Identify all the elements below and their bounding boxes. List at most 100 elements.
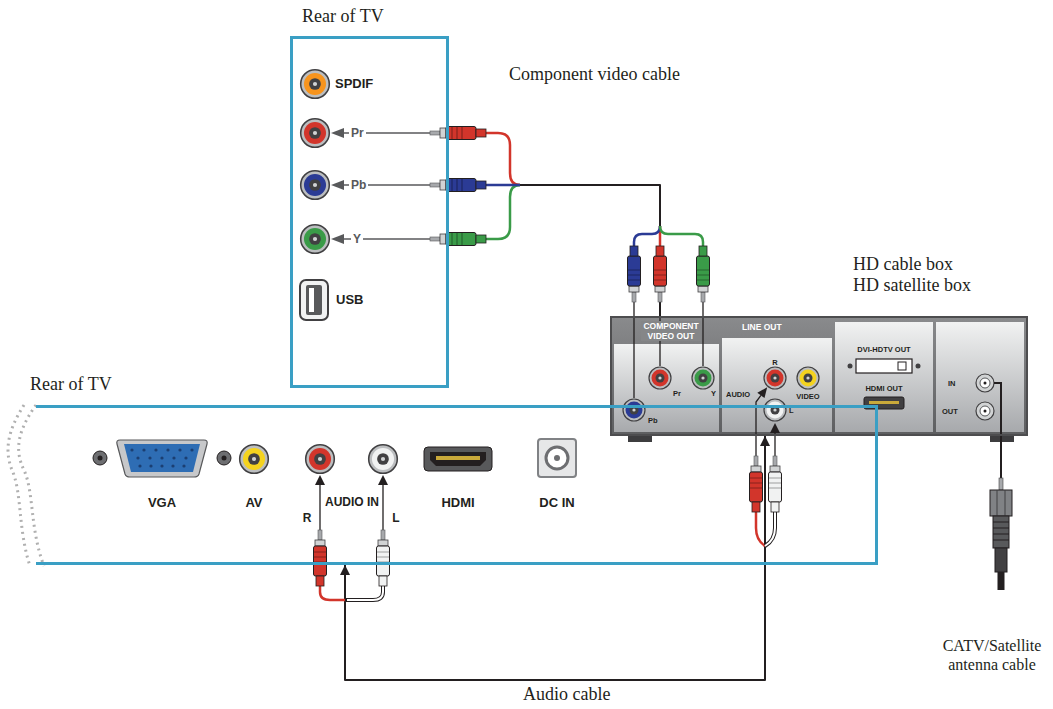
signal-label: L [391,511,400,525]
tv-rear-panel: Rear of TV [36,405,878,565]
antenna-cable [993,516,1009,548]
audio-plug [750,456,763,512]
cable-box-body [610,316,1028,442]
heading: HD satellite box [853,275,971,296]
vga-port [130,448,193,467]
plug-arrow [315,475,325,485]
cable-box-jacks [623,399,645,421]
plug-arrow [315,475,388,485]
audio-plug [750,456,782,512]
vga-port [142,448,145,451]
port-label: IN [948,379,956,388]
coax-jack [980,378,990,388]
signal-label: Pr [349,126,366,140]
component-plug [628,246,710,302]
cable-box-body [722,338,832,432]
port-label: AUDIO IN [325,495,379,509]
plug-arrow [770,423,780,433]
vga-port [160,456,163,459]
component-plug [697,246,710,302]
cable-label: Audio cable [522,684,611,705]
dc-in-port [546,447,568,469]
plug-lead [319,485,320,530]
antenna-cable [993,522,1009,540]
signal-label: R [302,511,313,525]
antenna-cable [990,490,1012,516]
coax-jack [984,382,987,385]
vga-port [172,456,175,459]
tv-top-ports [309,288,314,312]
dvi-connector [916,364,921,369]
cable-box-body [610,316,1028,436]
plug-arrow [757,387,780,433]
vga-port [148,456,151,459]
vga-port [124,444,200,472]
coax-jack [976,374,994,392]
vga-port [149,464,152,467]
dvi-connector [848,364,853,369]
component-wire [486,184,520,187]
audio-plug [769,456,782,512]
vga-port [154,448,157,451]
port-label: DVI-HDTV OUT [857,345,910,354]
antenna-cable [999,478,1003,490]
coax-jack [984,410,987,413]
panel-break-mark [8,405,44,566]
vga-port [182,464,185,467]
component-wire [486,133,520,185]
antenna-cable [998,572,1005,590]
vga-port [178,448,181,451]
audio-wire [347,586,383,600]
component-wire [486,185,520,239]
section-label: LINE OUT [742,322,782,332]
plug-lead [382,485,383,530]
audio-wire [320,586,345,600]
component-plug [654,246,667,302]
dvi-connector [848,359,921,373]
vga-port [93,440,231,477]
tv-bottom-jacks [240,445,269,474]
port-label: VIDEO [796,392,819,401]
vga-port [117,440,207,477]
component-plug [430,127,486,246]
port-label: USB [336,292,363,307]
cable [449,185,660,316]
port-label: DC IN [539,495,574,510]
port-label: AUDIO [726,390,750,399]
section-label: COMPONENT VIDEO OUT [641,321,701,341]
dc-in-port [554,455,560,461]
cable-box-jacks [649,367,671,389]
coax-jack [976,402,994,420]
signal-label: Pr [673,389,681,398]
port-arrow [331,180,344,190]
coax-jack [980,406,990,416]
tv-top-ports [301,225,330,254]
coax-jack [976,374,994,420]
vga-port [166,448,169,451]
port-arrow [331,128,431,244]
plug-arrow [757,387,767,398]
cable-box-jacks [797,367,819,389]
cable-box-jacks [692,367,714,389]
antenna-cable [990,383,1012,590]
port-label: SPDIF [335,76,373,91]
audio-wire [765,512,775,546]
port-label: OUT [942,407,958,416]
audio-plug [377,530,390,586]
cable-box-jacks [764,367,786,389]
cable [345,436,765,680]
component-wire [660,226,703,248]
cable-box-body [936,322,1024,432]
signal-label: Y [711,389,716,398]
signal-label: Pb [648,416,658,425]
tv-top-ports [300,280,328,320]
audio-plug [314,530,327,586]
component-plug [430,127,486,140]
tv-bottom-jacks [306,445,335,474]
tv-bottom-jacks [369,445,398,474]
tv-top-ports [306,285,322,315]
dc-in-port [538,439,576,477]
dc-in-port [538,439,576,477]
antenna-cable [994,383,1001,478]
